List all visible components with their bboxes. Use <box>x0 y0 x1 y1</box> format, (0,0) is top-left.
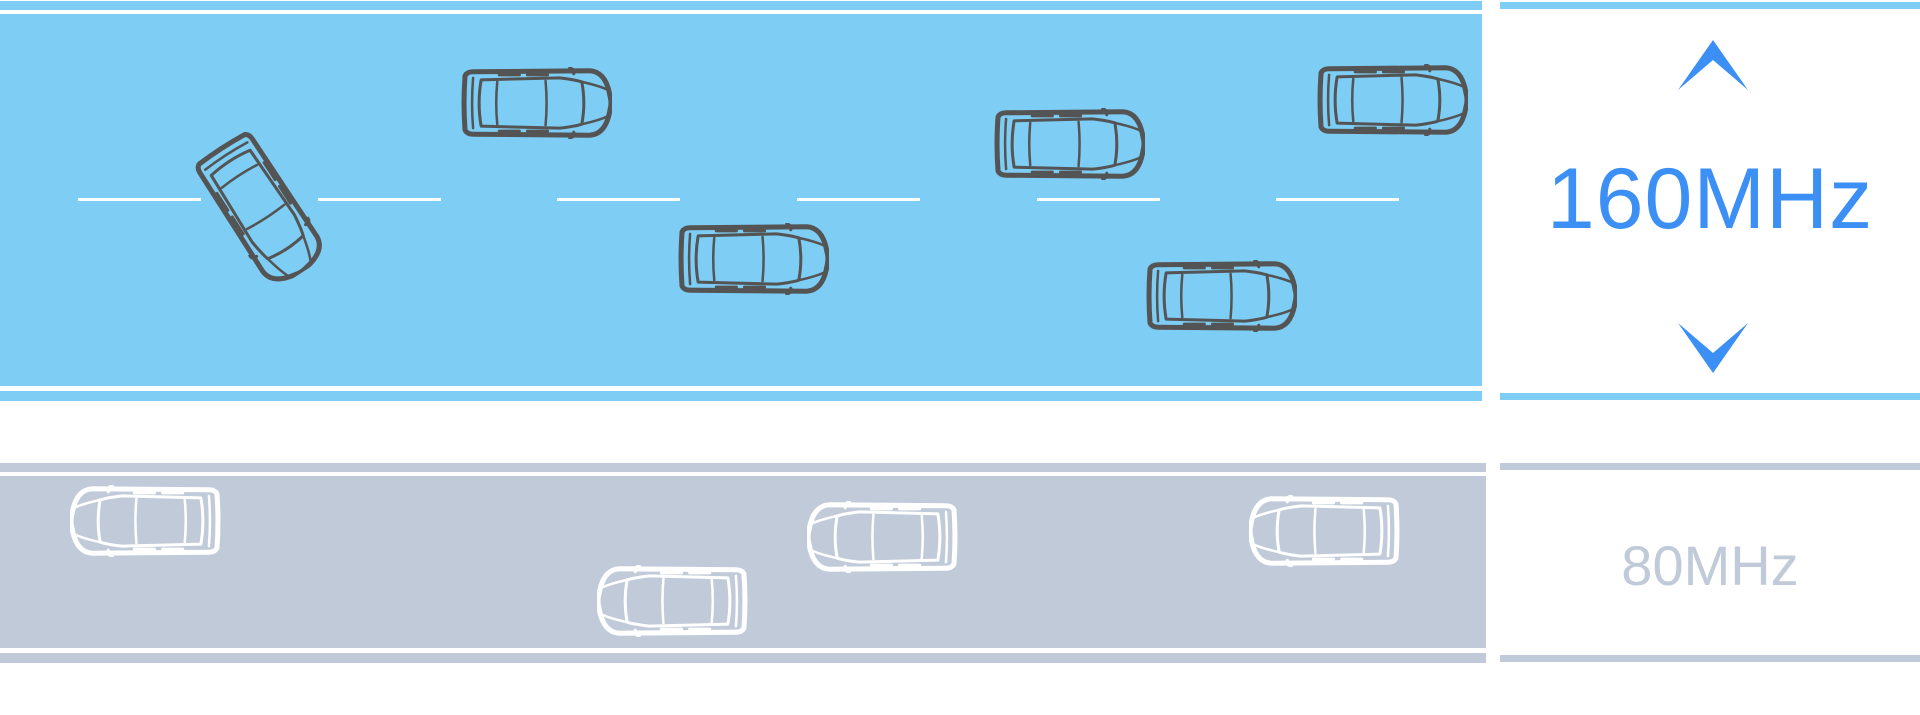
lane-top-stripe <box>0 1 1482 10</box>
lane-80mhz <box>0 463 1920 663</box>
lane-top-stripe <box>0 463 1486 472</box>
panel-top-stripe <box>1500 2 1920 9</box>
panel-bottom-stripe <box>1500 393 1920 400</box>
panel-top-stripe <box>1500 463 1920 470</box>
lane-bottom-stripe <box>0 391 1482 401</box>
chevron-down-icon[interactable] <box>1678 323 1748 373</box>
chevron-up-icon[interactable] <box>1678 40 1748 90</box>
lane-bottom-stripe <box>0 653 1486 663</box>
lane-road <box>0 14 1482 386</box>
lane-160mhz <box>0 1 1920 401</box>
lane-dashes <box>78 198 1399 201</box>
bandwidth-label-160: 160MHz <box>1546 151 1874 247</box>
bandwidth-label-80: 80MHz <box>1621 534 1799 597</box>
panel-bottom-stripe <box>1500 655 1920 662</box>
